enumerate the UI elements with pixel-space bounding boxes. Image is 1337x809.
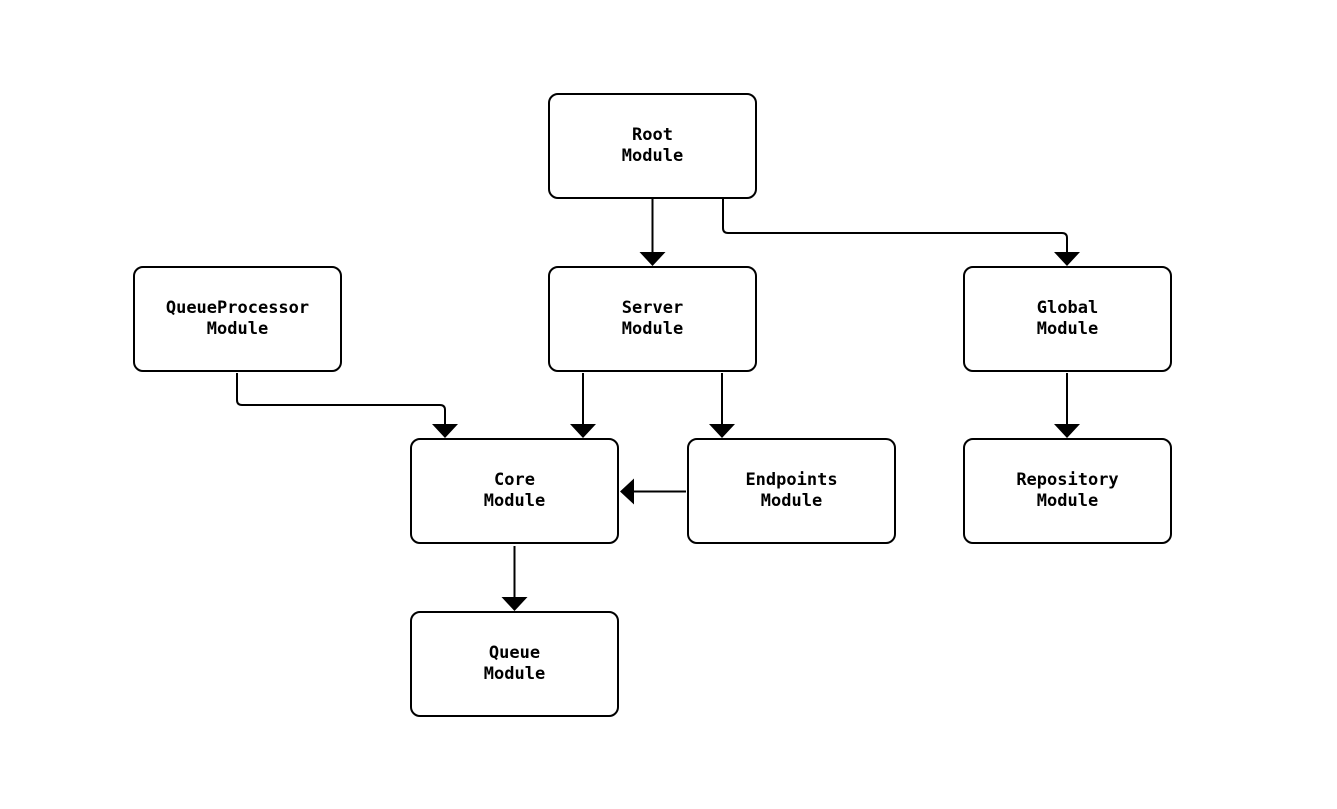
arrowhead-icon [570, 424, 596, 438]
node-endpoints-module: Endpoints Module [687, 438, 896, 544]
arrowhead-icon [709, 424, 735, 438]
edge-global-to-repository [1054, 373, 1080, 438]
node-endpoints-module-label: Endpoints Module [745, 470, 838, 511]
edge-server-to-endpoints [709, 373, 735, 438]
node-global-module: Global Module [963, 266, 1172, 372]
node-repository-module: Repository Module [963, 438, 1172, 544]
arrowhead-icon [1054, 424, 1080, 438]
edge-root-to-server [639, 199, 666, 266]
node-queueprocessor-module-label: QueueProcessor Module [165, 298, 310, 339]
node-server-module-label: Server Module [621, 298, 684, 339]
node-root-module: Root Module [548, 93, 757, 199]
arrowhead-icon [432, 424, 458, 438]
edge-server-to-core [570, 373, 596, 438]
node-core-module: Core Module [410, 438, 619, 544]
edge-root-to-global [722, 199, 1080, 266]
arrowhead-icon [1054, 252, 1080, 266]
node-queueprocessor-module: QueueProcessor Module [133, 266, 342, 372]
node-server-module: Server Module [548, 266, 757, 372]
edge-endpoints-to-core [620, 478, 686, 505]
arrowhead-icon [639, 252, 666, 266]
node-queue-module-label: Queue Module [483, 643, 546, 684]
node-root-module-label: Root Module [621, 125, 684, 166]
node-repository-module-label: Repository Module [1016, 470, 1119, 511]
node-global-module-label: Global Module [1036, 298, 1099, 339]
arrowhead-icon [501, 597, 528, 611]
node-core-module-label: Core Module [483, 470, 546, 511]
edge-core-to-queue [501, 546, 528, 611]
arrowhead-icon [620, 478, 634, 505]
node-queue-module: Queue Module [410, 611, 619, 717]
edge-queueprocessor-to-core [236, 373, 458, 438]
